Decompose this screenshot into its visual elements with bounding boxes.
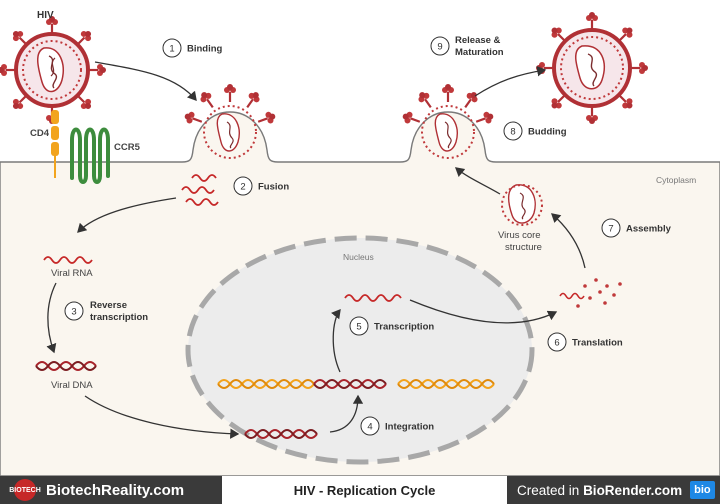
translation-products [559,278,622,308]
assembly-arrow [551,213,586,269]
integration-arrow [329,394,364,433]
svg-text:2: 2 [240,182,245,193]
virus-core-label-line1: Virus core [498,230,541,241]
viral-dna-strand [35,361,97,371]
step-6-label: Translation [572,338,623,349]
svg-text:4: 4 [367,422,372,433]
hiv-virion-binding [0,14,108,126]
svg-text:1: 1 [169,44,174,55]
diagram-title: HIV - Replication Cycle [293,482,436,498]
reverse-transcription-arrow [46,282,57,354]
step-5: 5 Transcription [349,316,434,336]
ccr5-receptor [70,127,110,184]
budding-virion [399,82,497,159]
fusion-rna [181,174,219,206]
release-arrow [474,66,547,97]
budding-arrow [455,167,501,195]
step-7: 7 Assembly [601,218,672,238]
nucleus-label: Nucleus [343,252,374,262]
ccr5-label: CCR5 [114,142,141,153]
diagram-canvas: Nucleus Cytoplasm HIV CD4 CCR5 [0,10,720,476]
step-5-label: Transcription [374,322,434,333]
step-1-label: Binding [187,44,223,55]
step-4: 4 Integration [360,416,434,436]
svg-text:3: 3 [71,307,76,318]
biotechreality-brand[interactable]: BIOTECH BiotechReality.com [0,476,222,504]
step-8: 8 Budding [503,121,567,141]
biorender-brand[interactable]: Created in BioRender.com bio [507,476,720,504]
svg-text:8: 8 [510,127,515,138]
biorender-link[interactable]: BioRender.com [583,482,683,498]
step-9-label: Release & [455,35,501,46]
biorender-badge: bio [690,481,715,499]
step-8-label: Budding [528,127,567,138]
mrna-strand [344,294,402,302]
hiv-label: HIV [37,10,54,21]
step-9-label2: Maturation [455,47,504,58]
created-in-text: Created in BioRender.com [517,482,683,498]
step-3-label2: transcription [90,312,148,323]
fusing-virion [181,82,279,159]
biotechreality-link[interactable]: BiotechReality.com [46,481,185,499]
svg-text:7: 7 [608,224,613,235]
step-7-label: Assembly [626,224,672,235]
step-3: 3 Reverse transcription [64,300,148,323]
fusion-arrow [77,197,177,233]
transcription-arrow [331,308,341,373]
cd4-label: CD4 [30,128,50,139]
step-2-label: Fusion [258,182,289,193]
cd4-receptor [51,110,59,178]
cytoplasm-label: Cytoplasm [656,175,696,185]
virus-core-structure [501,184,543,226]
step-4-label: Integration [385,422,434,433]
step-3-label: Reverse [90,300,127,311]
nucleus: Nucleus [185,235,535,465]
export-arrow [409,299,558,324]
step-2: 2 Fusion [233,176,289,196]
step-9: 9 Release & Maturation [430,35,504,58]
footer-bar: BIOTECH BiotechReality.com HIV - Replica… [0,476,720,504]
binding-arrow [94,61,197,101]
viral-dna-nucleus [244,429,318,439]
svg-text:9: 9 [437,42,442,53]
svg-text:5: 5 [356,322,361,333]
host-dna [217,379,495,389]
viral-rna-label: Viral RNA [51,268,93,279]
viral-rna-strand [43,256,93,264]
viral-dna-label: Viral DNA [51,380,93,391]
virus-core-label-line2: structure [505,242,542,253]
mature-virion [534,10,650,126]
step-6: 6 Translation [547,332,623,352]
nuclear-import-arrow [84,395,240,439]
biotech-logo-icon: BIOTECH [9,479,41,501]
step-1: 1 Binding [162,38,223,58]
svg-text:6: 6 [554,338,559,349]
